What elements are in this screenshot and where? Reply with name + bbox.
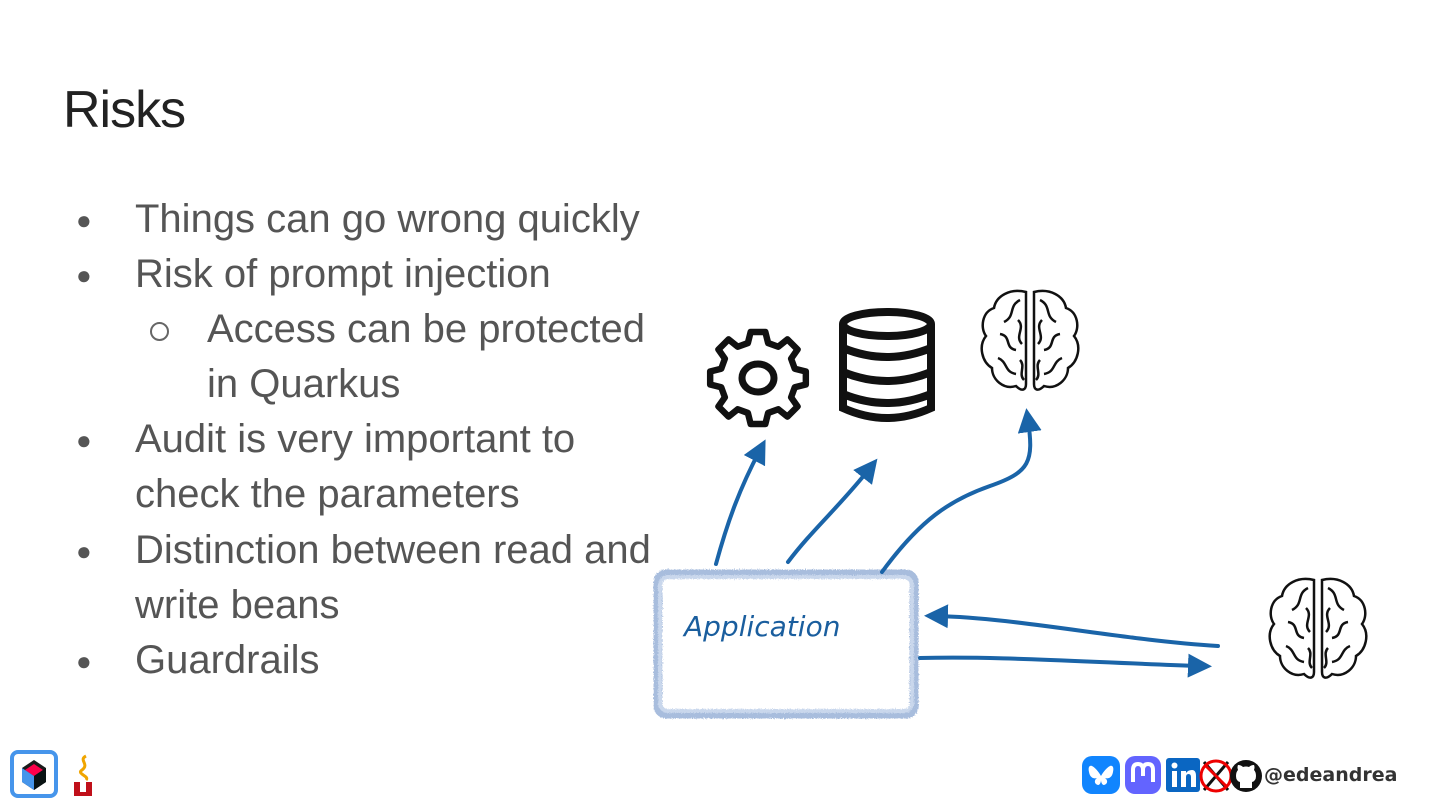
arrow-to-gear bbox=[714, 439, 766, 566]
brain-icon bbox=[1268, 577, 1368, 679]
slide-title: Risks bbox=[63, 81, 186, 139]
bullet-text: Guardrails bbox=[135, 638, 320, 682]
github-icon[interactable] bbox=[1230, 760, 1262, 792]
social-handle[interactable]: @edeandrea bbox=[1264, 764, 1398, 786]
bullet-text: Things can go wrong quickly bbox=[135, 197, 640, 241]
mastodon-icon[interactable] bbox=[1125, 756, 1161, 794]
sub-bullet-circle bbox=[150, 322, 169, 341]
application-box bbox=[653, 569, 919, 719]
bullet-dot: ● bbox=[76, 205, 92, 235]
bullet-dot: ● bbox=[76, 646, 92, 676]
arrow-from-llm bbox=[924, 604, 1220, 648]
bullet-text: Audit is very important to bbox=[135, 417, 576, 461]
bluesky-icon[interactable] bbox=[1082, 756, 1120, 794]
bullet-dot: ● bbox=[76, 260, 92, 290]
bullet-text: Risk of prompt injection bbox=[135, 252, 551, 296]
bullet-text: Distinction between read and bbox=[135, 528, 651, 572]
quarkus-logo bbox=[10, 750, 92, 798]
footer-logos bbox=[10, 750, 110, 807]
sub-bullet-text: in Quarkus bbox=[207, 362, 401, 406]
x-crossed-icon[interactable] bbox=[1199, 759, 1233, 793]
bullet-text: write beans bbox=[135, 583, 340, 627]
database-icon bbox=[839, 308, 935, 422]
arrow-to-llm bbox=[918, 653, 1212, 678]
social-links bbox=[1080, 754, 1265, 798]
bullet-dot: ● bbox=[76, 536, 92, 566]
arrow-to-brain bbox=[880, 408, 1042, 574]
arrow-to-database bbox=[786, 458, 878, 564]
brain-icon bbox=[980, 289, 1080, 391]
social-icons bbox=[1082, 756, 1262, 794]
bullet-dot: ● bbox=[76, 425, 92, 455]
application-label: Application bbox=[684, 610, 841, 643]
linkedin-icon[interactable] bbox=[1166, 758, 1200, 792]
sub-bullet-text: Access can be protected bbox=[207, 307, 646, 351]
bullet-text: check the parameters bbox=[135, 472, 520, 516]
gear-icon bbox=[706, 328, 810, 428]
